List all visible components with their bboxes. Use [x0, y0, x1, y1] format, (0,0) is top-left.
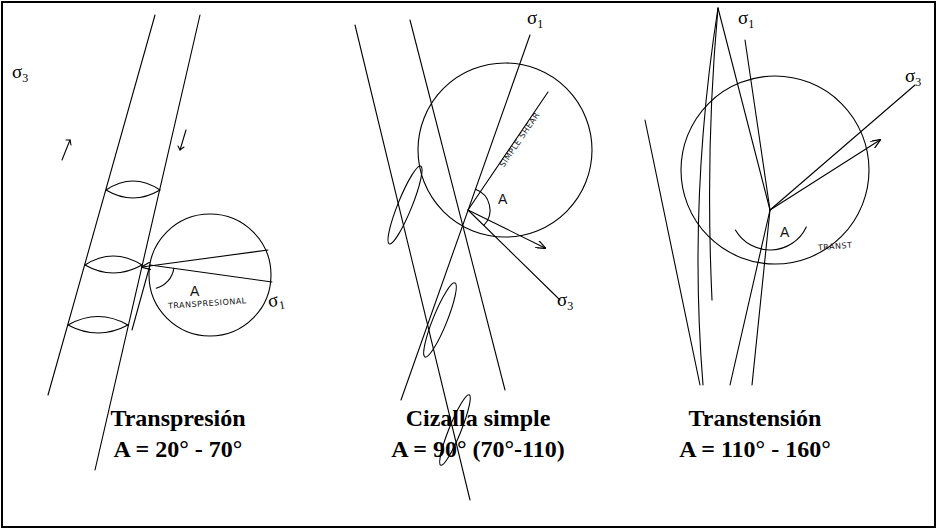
stress-axis-label: σ3: [905, 66, 921, 88]
stress-axis-label: σ3: [12, 62, 28, 84]
stress-axis-label: σ1: [527, 8, 543, 30]
regime-caption: A = 90° (70°-110): [391, 437, 565, 461]
regime-note: SIMPLE SHEAR: [499, 111, 542, 169]
regime-caption: A = 20° - 70°: [114, 437, 243, 461]
regime-note: TRANSPRESIONAL: [168, 297, 247, 310]
regime-caption: Cizalla simple: [406, 406, 551, 430]
regime-caption: Transpresión: [110, 406, 245, 430]
circle-outline: [148, 213, 272, 337]
stress-circle: TRANSPRESIONALA: [148, 213, 272, 337]
circle-outline: [417, 62, 593, 238]
regime-note: TRANST: [818, 242, 853, 253]
stress-axis-label: σ1: [266, 289, 286, 313]
regime-caption: Transtensión: [689, 406, 822, 430]
angle-label: A: [780, 225, 789, 239]
angle-label: A: [498, 192, 507, 206]
stress-circle: TRANST A: [680, 75, 870, 265]
stress-axis-label: σ1: [738, 8, 754, 30]
stress-axis-label: σ3: [557, 290, 573, 312]
angle-label: A: [190, 284, 199, 298]
circle-outline: [680, 75, 870, 265]
stress-circle: SIMPLE SHEAR A: [417, 62, 593, 238]
regime-caption: A = 110° - 160°: [679, 437, 831, 461]
